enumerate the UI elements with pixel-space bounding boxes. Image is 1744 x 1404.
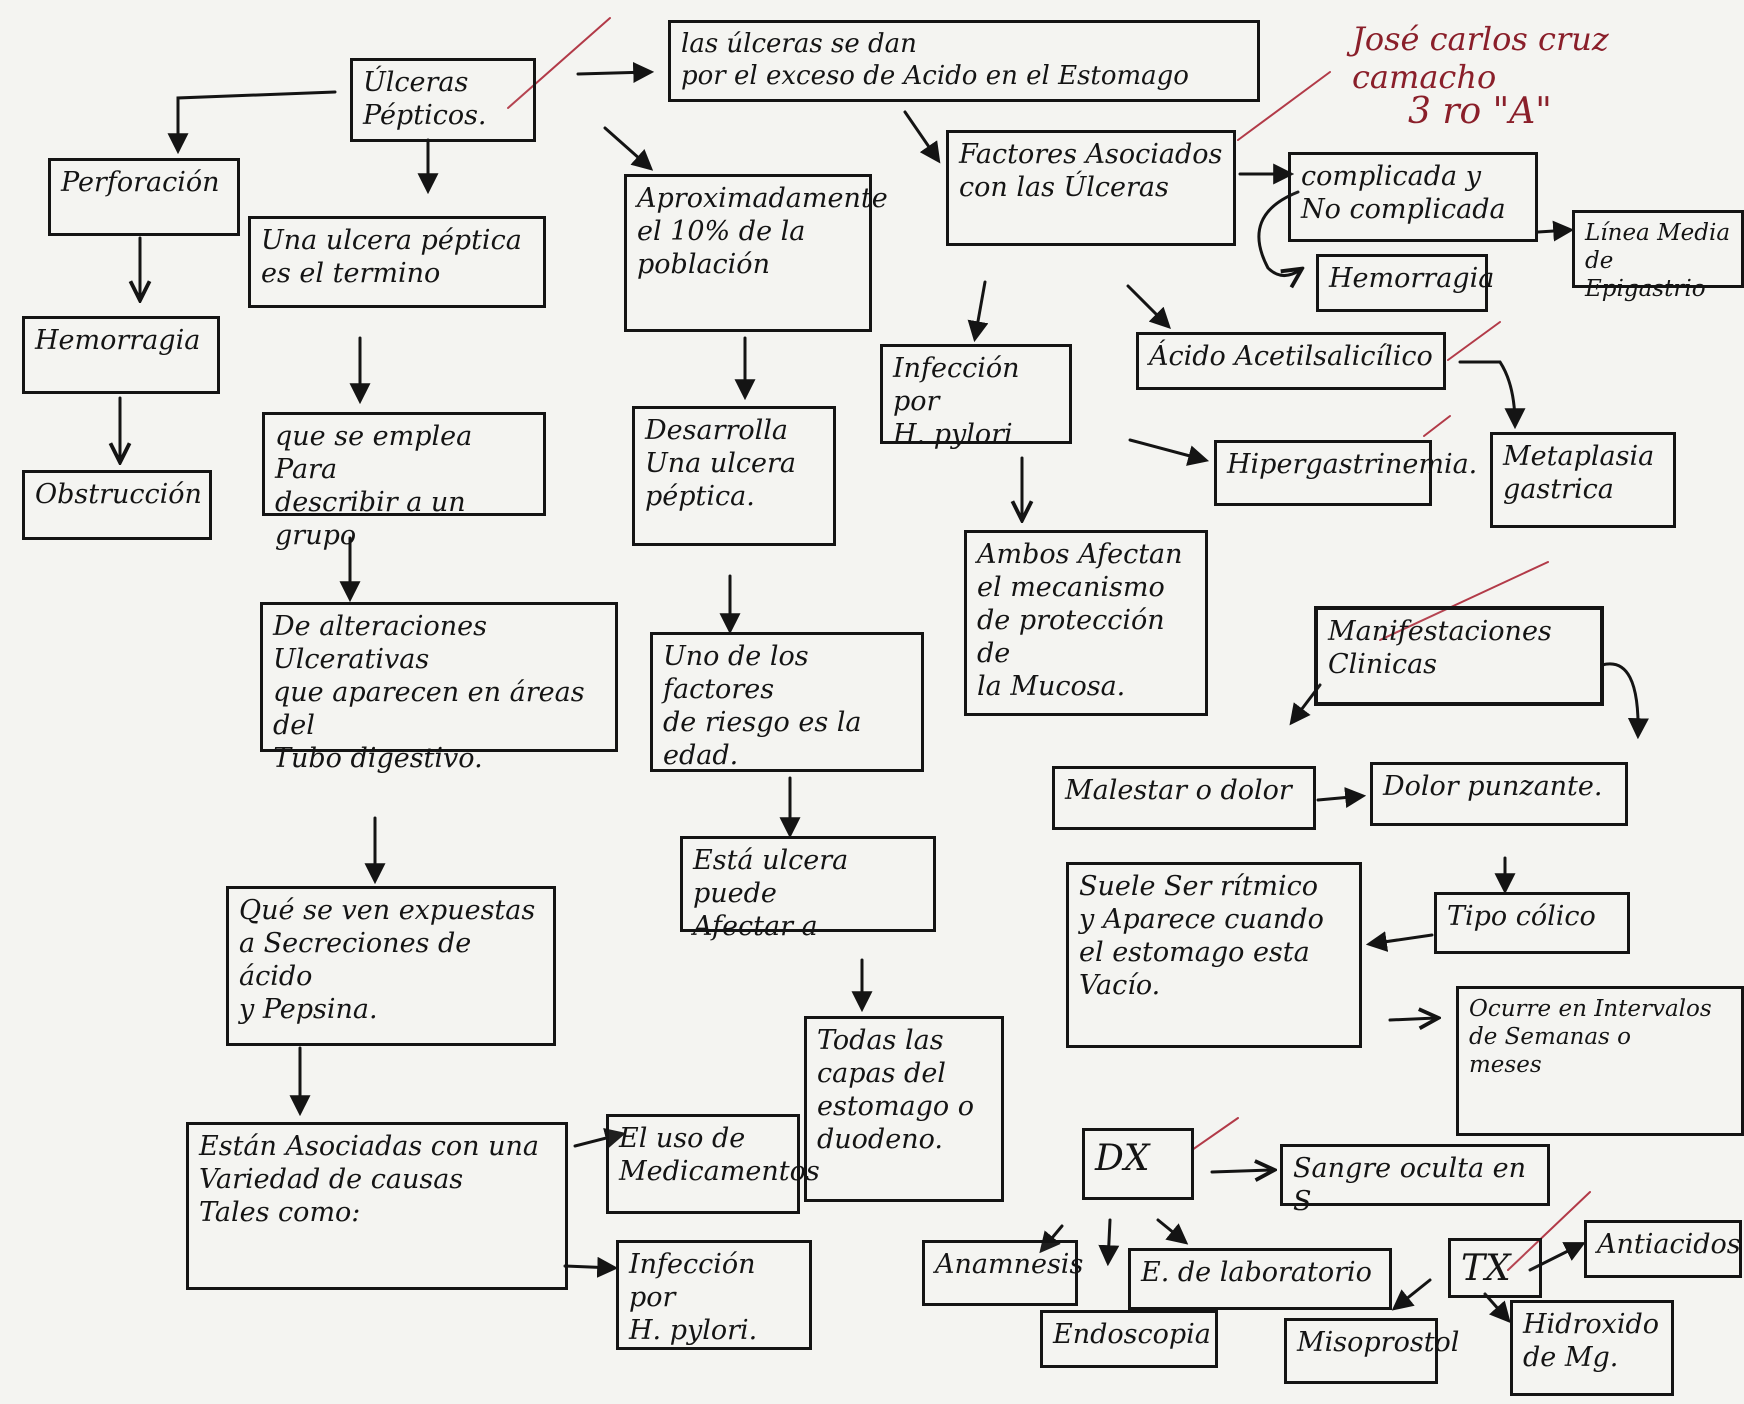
node-dx: DX [1082,1128,1194,1200]
node-suele-ser: Suele Ser rítmico y Aparece cuando el es… [1066,862,1362,1048]
node-aproximadamente: Aproximadamente el 10% de la población [624,174,888,332]
node-factores-asociados: Factores Asociados con las Úlceras [946,130,1236,246]
node-linea-media: Línea Media de Epigastrio [1572,210,1744,302]
node-malestar: Malestar o dolor [1052,766,1316,830]
arrow-ulceras-to-perforacion [167,90,337,155]
node-desarrolla: Desarrolla Una ulcera péptica. [632,406,836,546]
node-manifestaciones: Manifestaciones Clinicas [1314,606,1604,706]
node-exceso-acido: las úlceras se dan por el exceso de Acid… [668,20,1260,102]
node-afectar: Está ulcera puede Afectar a [680,836,936,942]
node-obstruccion: Obstrucción [22,470,212,540]
arrow-asociadas-to-infeccion [563,1256,619,1278]
node-antiacidos: Antiacidos [1584,1220,1742,1278]
node-sangre-oculta: Sangre oculta en S [1280,1144,1550,1217]
node-tipo-colico: Tipo cólico [1434,892,1630,954]
arrow-ulceras-to-exceso [576,61,655,83]
node-perforacion: Perforación [48,158,240,236]
node-laboratorio: E. de laboratorio [1128,1248,1392,1310]
node-complicada: complicada y No complicada [1288,152,1538,242]
arrow-complicada-to-linea [1536,220,1575,242]
arrow-exceso-to-factores [903,110,941,164]
arrow-tipo-to-suele [1365,931,1434,952]
check-mark [1423,415,1451,437]
node-acido-acetil: Ácido Acetilsalicílico [1136,332,1446,390]
node-infeccion-mid: Infección por H. pylori [880,344,1072,450]
arrow-dx-to-sangre [1210,1170,1272,1172]
node-hemorragia-left: Hemorragia [22,316,220,394]
node-hemorragia-right: Hemorragia [1316,254,1494,312]
check-mark [1191,1117,1239,1151]
arrow-manif-to-dolor [1600,662,1649,740]
node-metaplasia: Metaplasia gastrica [1490,432,1676,528]
node-expuestas: Qué se ven expuestas a Secreciones de ác… [226,886,556,1046]
node-ulceras-pepticos: Úlceras Pépticos. [350,58,536,142]
node-endoscopia: Endoscopia [1040,1310,1218,1368]
node-todas-capas: Todas las capas del estomago o duodeno. [804,1016,1004,1202]
arrow-dx-to-endoscopia [1098,1218,1120,1267]
node-misoprostol: Misoprostol [1284,1318,1459,1384]
arrow-acido-to-metaplasia [1458,360,1526,430]
arrow-infeccion-mid-to-hiper [1128,438,1210,466]
node-que-se-emplea: que se emplea Para describir a un grupo [262,412,546,551]
node-hipergastrinemia: Hipergastrinemia. [1214,440,1477,506]
node-infeccion-bottom: Infección por H. pylori. [616,1240,812,1350]
arrow-malestar-to-dolor [1316,787,1367,808]
node-alteraciones: De alteraciones Ulcerativas que aparecen… [260,602,618,774]
node-anamnesis: Anamnesis [922,1240,1083,1306]
node-dolor-punzante: Dolor punzante. [1370,762,1628,826]
arrow-factores-to-infeccion-mid [967,280,989,343]
node-asociadas: Están Asociadas con una Variedad de caus… [186,1122,568,1290]
node-una-ulcera: Una ulcera péptica es el termino [248,216,546,308]
node-tx: TX [1448,1238,1542,1298]
author-group: 3 ro "A" [1408,91,1552,132]
arrow-ulceras-to-aproximadamente [603,126,654,171]
node-uso-medicamentos: El uso de Medicamentos [606,1114,820,1214]
arrow-tx-to-misoprostol [1391,1278,1432,1311]
node-intervalos: Ocurre en Intervalos de Semanas o meses [1456,986,1744,1136]
node-ambos: Ambos Afectan el mecanismo de protección… [964,530,1208,716]
arrow-suele-to-intervalos [1388,1018,1436,1020]
arrow-factores-to-acido [1126,284,1171,329]
author-name: José carlos cruz camacho [1352,20,1609,97]
node-factores-riesgo: Uno de los factores de riesgo es la edad… [650,632,924,772]
check-mark [1447,321,1501,361]
node-hidroxido: Hidroxido de Mg. [1510,1300,1674,1396]
arrow-dx-to-laboratorio [1156,1218,1189,1245]
